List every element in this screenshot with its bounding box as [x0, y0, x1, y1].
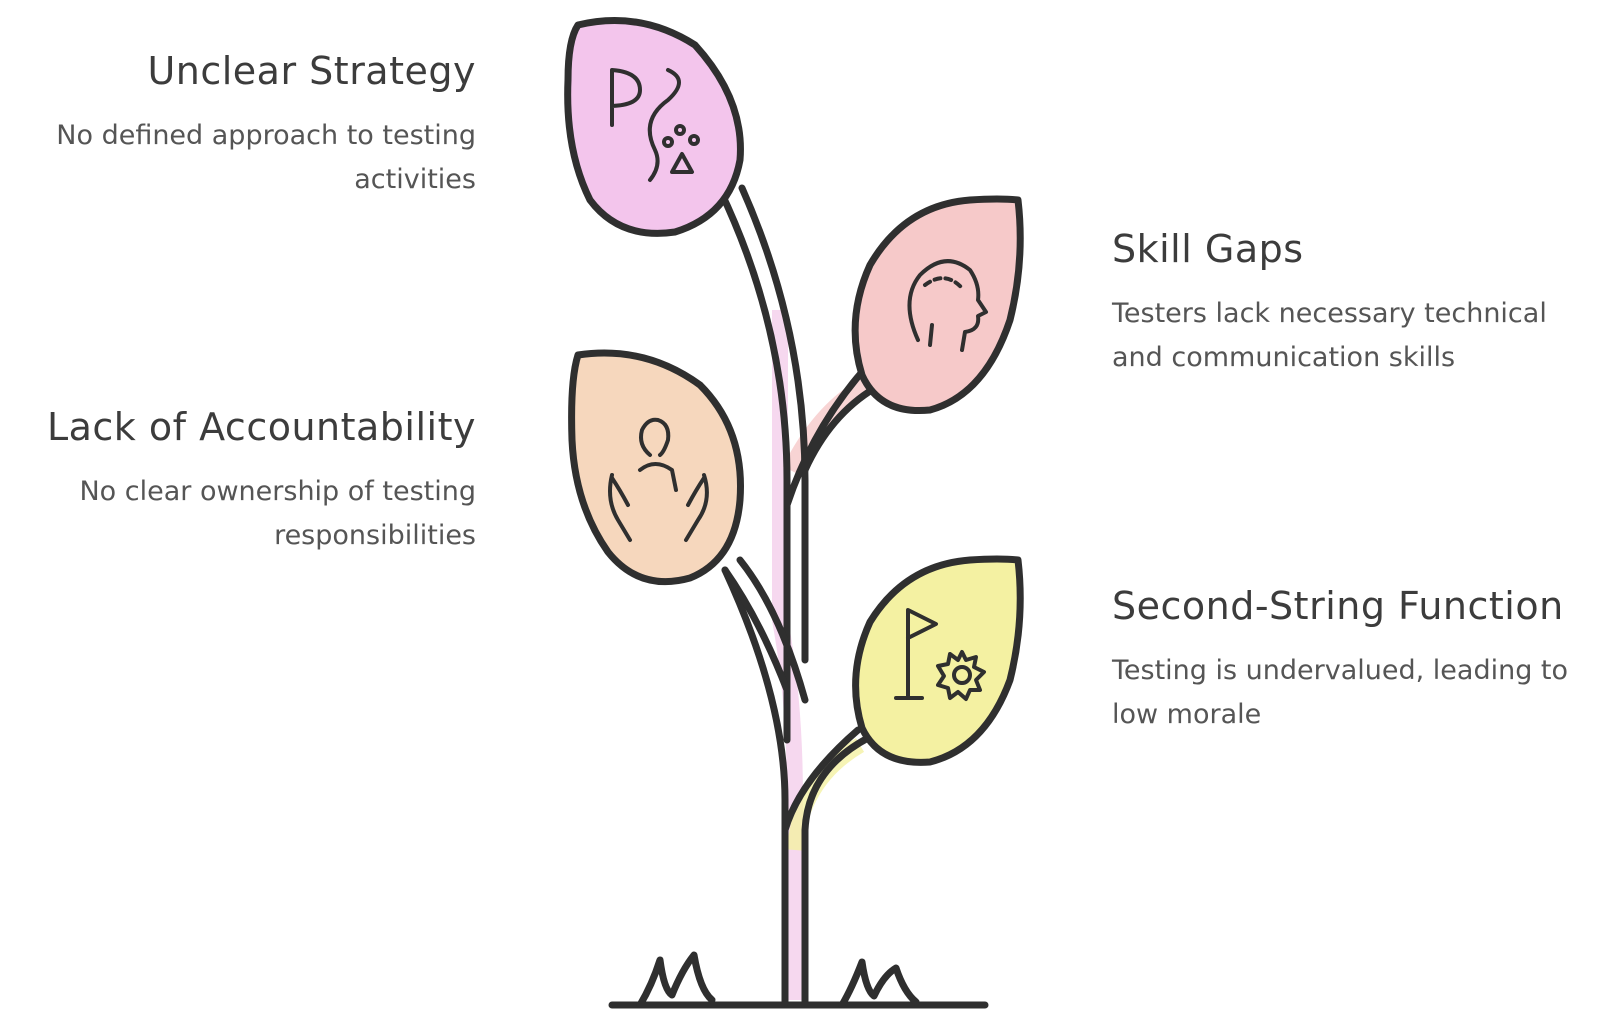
ground — [608, 951, 989, 1009]
item-description: No defined approach to testing activitie… — [56, 120, 476, 195]
item-title: Lack of Accountability — [46, 405, 476, 449]
item-description: No clear ownership of testing responsibi… — [79, 476, 476, 551]
item-description: Testing is undervalued, leading to low m… — [1112, 655, 1569, 730]
leaf-unclear-strategy — [564, 17, 744, 237]
person-hands-icon — [608, 417, 709, 542]
item-description: Testers lack necessary technical and com… — [1112, 298, 1547, 373]
item-title: Skill Gaps — [1112, 227, 1304, 271]
leaf-lack-of-accountability — [568, 349, 744, 586]
item-lack-of-accountability: Lack of Accountability No clear ownershi… — [6, 404, 476, 558]
item-title: Unclear Strategy — [147, 49, 476, 93]
item-unclear-strategy: Unclear Strategy No defined approach to … — [6, 48, 476, 202]
leaf-second-string-function — [852, 555, 1024, 766]
flag-gear-icon — [894, 608, 986, 701]
head-brain-icon — [907, 259, 988, 352]
item-title: Second-String Function — [1112, 584, 1564, 628]
stems — [716, 184, 879, 1007]
path-strategy-icon — [610, 68, 700, 182]
leaf-skill-gaps — [851, 195, 1024, 415]
item-skill-gaps: Skill Gaps Testers lack necessary techni… — [1112, 226, 1582, 380]
item-second-string-function: Second-String Function Testing is underv… — [1112, 583, 1582, 737]
